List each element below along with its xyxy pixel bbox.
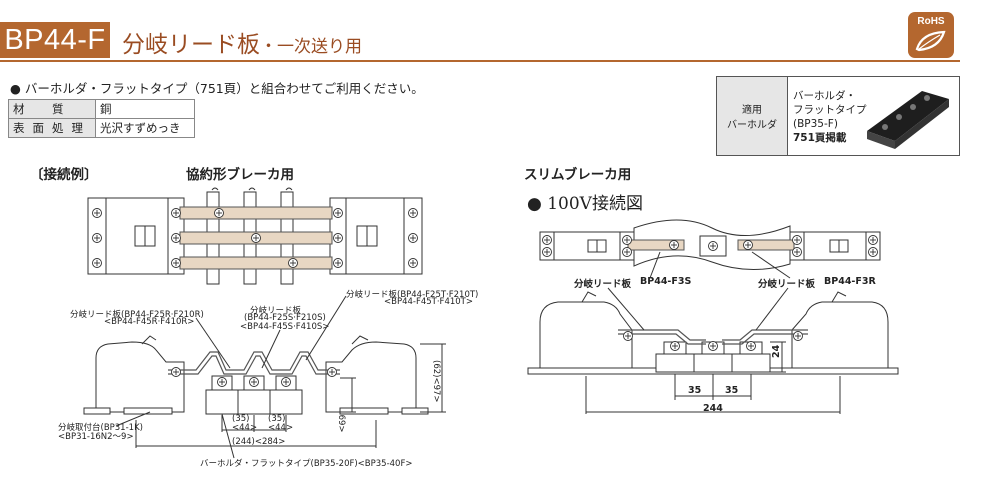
dim-total-left: (244)<284>	[232, 437, 286, 447]
spec-key: 材 質	[8, 99, 96, 119]
holder-name-line: フラットタイプ	[793, 104, 867, 116]
left-diagram-title: 協約形ブレーカ用	[186, 167, 294, 183]
holder-page: 751頁掲載	[793, 132, 847, 144]
dim-62-97: (62)<97>	[431, 360, 441, 403]
label-line: バーホルダ	[727, 120, 777, 131]
lead-t-label-alt: <BP44-F45T·F410T>	[384, 297, 473, 307]
lead-s-label-alt: <BP44-F45S·F410S>	[240, 322, 330, 332]
page-title: 分岐リード板・一次送り用	[122, 25, 362, 59]
dim-44-a: <44>	[232, 423, 258, 433]
left-top-screws	[92, 208, 418, 268]
right-top-view	[539, 219, 881, 279]
holder-label: バーホルダ・フラットタイプ(BP35-20F)<BP35-40F>	[200, 459, 413, 469]
dim-24: 24	[771, 344, 782, 358]
dim-35-right-a: 35	[688, 385, 702, 396]
dim-44-b: <44>	[268, 423, 294, 433]
bar-holder-photo	[867, 91, 949, 149]
holder-name-line: バーホルダ・	[793, 90, 856, 102]
spec-value: 光沢すずめっき	[95, 118, 195, 138]
holder-part: (BP35-F)	[793, 118, 838, 130]
dim-35-right-b: 35	[725, 385, 739, 396]
header-rule	[0, 60, 960, 62]
dim-total-right: 244	[703, 403, 723, 414]
spec-table: 材 質銅 表面処理光沢すずめっき	[8, 99, 195, 138]
dim-34-69: (34)<69>	[336, 390, 346, 433]
spec-value: 銅	[95, 99, 195, 119]
table-row: 表面処理光沢すずめっき	[8, 118, 195, 138]
part-label-2: BP44-F3R	[824, 276, 876, 287]
left-top-view	[87, 187, 423, 285]
lead-s-label: 分岐リード板	[250, 306, 302, 316]
right-top-screws	[542, 235, 878, 257]
spec-key: 表面処理	[8, 118, 96, 138]
lead-r-label: 分岐リード板(BP44-F25R·F210R)	[70, 310, 204, 320]
right-diagram-title: スリムブレーカ用	[524, 167, 632, 183]
dim-35-a: (35)	[232, 414, 250, 424]
lead-r-label-alt: <BP44-F45R·F410R>	[104, 317, 195, 327]
connection-example-label: 〔接続例〕	[30, 167, 98, 183]
connection-100v-title: ● 100V接続図	[527, 194, 643, 214]
applicable-label: 適用バーホルダ	[717, 77, 788, 155]
lead-s-label-2: (BP44-F25S·F210S)	[244, 313, 326, 323]
lead-t-label: 分岐リード板(BP44-F25T·F210T)	[346, 290, 479, 300]
dim-62: (62)	[431, 360, 441, 378]
dim-97: <97>	[431, 377, 441, 403]
label-line: 適用	[742, 105, 762, 116]
model-badge: BP44-F	[0, 22, 110, 58]
applicable-value: バーホルダ・ フラットタイプ (BP35-F) 751頁掲載	[793, 89, 867, 145]
dim-34: (34)	[336, 390, 346, 408]
part-label-1: BP44-F3S	[640, 276, 692, 287]
left-side-screws	[171, 367, 337, 387]
lead-label-2: 分岐リード板	[758, 279, 816, 290]
rohs-badge: RoHS	[908, 12, 954, 58]
lead-label-1: 分岐リード板	[574, 279, 632, 290]
leaf-icon	[915, 30, 946, 52]
dim-69: <69>	[336, 407, 346, 433]
mount-label-alt: <BP31-16N2～9>	[58, 432, 134, 442]
title-sub: ・一次送り用	[260, 37, 362, 57]
intro-line: バーホルダ・フラットタイプ（751頁）と組合わせてご利用ください。	[24, 81, 424, 96]
right-side-view	[527, 287, 899, 414]
applicable-holder-box: 適用バーホルダ バーホルダ・ フラットタイプ (BP35-F) 751頁掲載	[716, 76, 960, 156]
title-main: 分岐リード板	[122, 32, 260, 58]
table-row: 材 質銅	[8, 99, 195, 119]
intro-text: ● バーホルダ・フラットタイプ（751頁）と組合わせてご利用ください。	[10, 81, 424, 96]
rohs-text: RoHS	[917, 16, 945, 27]
dim-35-b: (35)	[268, 414, 286, 424]
mount-label: 分岐取付台(BP31-1K)	[58, 423, 143, 433]
